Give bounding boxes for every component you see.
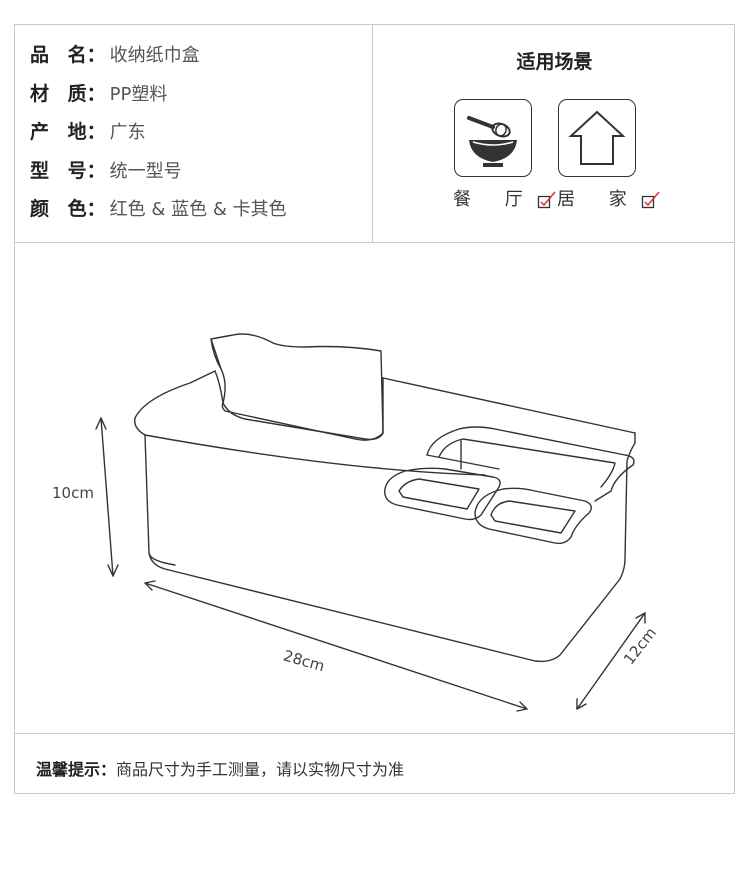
scenes-title: 适用场景 (516, 51, 593, 73)
scene-item-dining: 餐 厅 (453, 185, 557, 211)
spec-row-color: 颜 色：红色 & 蓝色 & 卡其色 (30, 198, 287, 220)
divider-top (15, 242, 734, 243)
divider-bottom (15, 733, 734, 734)
spec-row-name: 品 名：收纳纸巾盒 (30, 44, 200, 66)
divider-vertical (372, 25, 373, 242)
spec-value-color: 红色 & 蓝色 & 卡其色 (109, 199, 287, 220)
tissue-box-illustration (95, 333, 646, 712)
mixing-bowl-icon (454, 99, 532, 177)
spec-row-model: 型 号：统一型号 (30, 160, 182, 182)
spec-value-model: 统一型号 (109, 161, 182, 182)
scene-item-home: 居 家 (557, 185, 661, 211)
spec-value-origin: 广东 (109, 122, 146, 143)
spec-value-name: 收纳纸巾盒 (109, 45, 200, 66)
height-dimension-label: 10cm (52, 484, 94, 502)
spec-row-material: 材 质：PP塑料 (30, 83, 168, 105)
spec-row-origin: 产 地：广东 (30, 121, 146, 143)
house-icon (558, 99, 636, 177)
checkbox-checked-icon (537, 191, 556, 209)
checkbox-checked-icon (641, 191, 660, 209)
measurement-note: 温馨提示：商品尺寸为手工测量，请以实物尺寸为准 (36, 760, 405, 779)
spec-value-material: PP塑料 (109, 84, 168, 105)
spec-card: 品 名：收纳纸巾盒 材 质：PP塑料 产 地：广东 型 号：统一型号 颜 色：红… (14, 24, 735, 794)
